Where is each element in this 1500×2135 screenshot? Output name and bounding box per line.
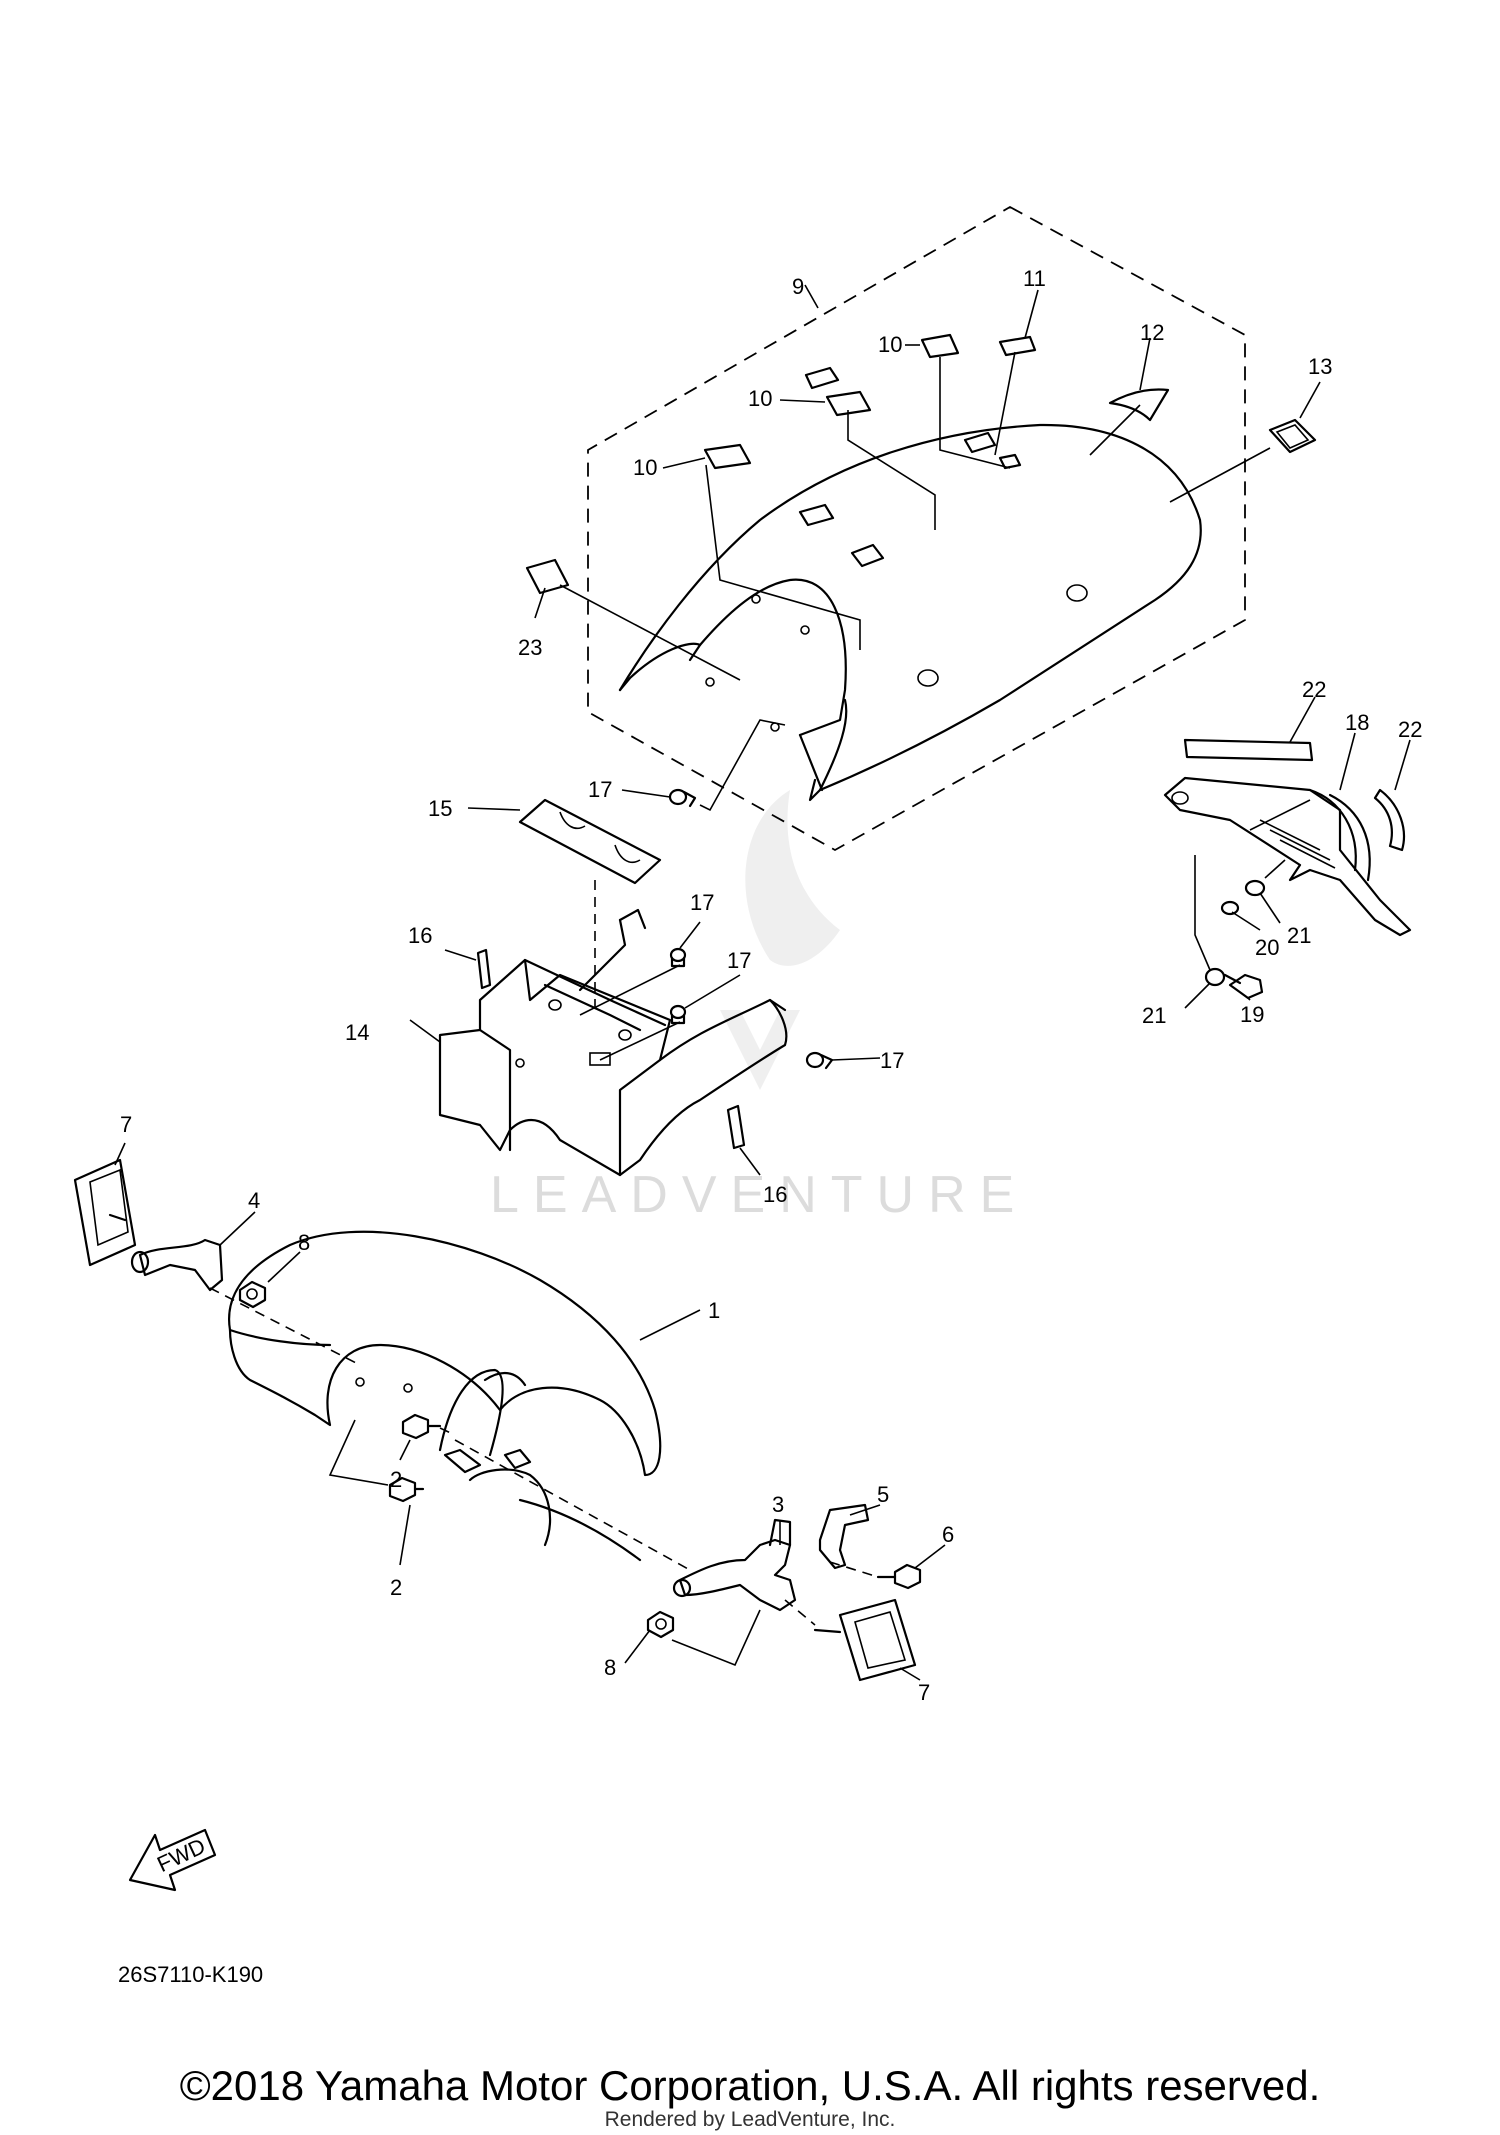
bolt-2-upper[interactable]	[401, 1413, 442, 1440]
reflector-7-left[interactable]	[73, 1158, 137, 1267]
callout-7-left: 7	[120, 1112, 132, 1137]
callout-5: 5	[877, 1482, 889, 1507]
catalog-number: 26S7110-K190	[118, 1962, 263, 1987]
reflector-bracket-4[interactable]	[130, 1238, 224, 1292]
nut-8-left[interactable]	[238, 1280, 267, 1309]
callout-19: 19	[1240, 1002, 1264, 1027]
rear-fender-bracket-18[interactable]	[1163, 776, 1412, 937]
callout-22-right: 22	[1398, 717, 1422, 742]
callout-21-upper: 21	[1287, 923, 1311, 948]
bolt-19[interactable]	[1223, 973, 1264, 1000]
washer-21-lower[interactable]	[1204, 967, 1226, 987]
callout-3: 3	[772, 1492, 784, 1517]
callout-15: 15	[428, 796, 452, 821]
leadventure-watermark-logo: LEADVENTURE	[490, 790, 1028, 1224]
callout-8-left: 8	[298, 1230, 310, 1255]
callout-10-c: 10	[878, 332, 902, 357]
screw-17-top[interactable]	[668, 788, 697, 808]
callout-9: 9	[792, 274, 804, 299]
callout-23: 23	[518, 635, 542, 660]
decal-10-c[interactable]	[920, 333, 960, 359]
callout-18: 18	[1345, 710, 1369, 735]
front-fender[interactable]	[228, 1230, 662, 1562]
callout-14: 14	[345, 1020, 369, 1045]
reflector-bracket-3[interactable]	[672, 1518, 797, 1612]
callout-20: 20	[1255, 935, 1279, 960]
strip-22-right[interactable]	[1373, 788, 1406, 852]
washer-21-upper[interactable]	[1244, 879, 1266, 897]
rendered-by-credit: Rendered by LeadVenture, Inc.	[604, 2108, 896, 2131]
decal-11[interactable]	[998, 335, 1037, 357]
watermark-text: LEADVENTURE	[490, 1166, 1028, 1224]
callout-7-right: 7	[918, 1680, 930, 1705]
bolt-2-lower[interactable]	[388, 1476, 425, 1503]
callout-2-upper: 2	[390, 1467, 402, 1492]
callout-17-top: 17	[588, 777, 612, 802]
decal-10-b[interactable]	[825, 390, 872, 417]
forward-direction-arrow: FWD	[128, 1828, 217, 1892]
nut-20[interactable]	[1220, 900, 1240, 916]
bolt-6[interactable]	[876, 1563, 922, 1590]
callout-2-lower: 2	[390, 1575, 402, 1600]
callout-leaders	[114, 284, 1411, 1681]
callout-12: 12	[1140, 320, 1164, 345]
callout-17-mid-a: 17	[690, 890, 714, 915]
callout-22-top: 22	[1302, 677, 1326, 702]
callout-13: 13	[1308, 354, 1332, 379]
rear-fender[interactable]	[618, 366, 1202, 802]
plate-15[interactable]	[518, 798, 662, 885]
strip-22-top[interactable]	[1183, 738, 1314, 762]
callout-1: 1	[708, 1298, 720, 1323]
decal-23[interactable]	[525, 558, 570, 595]
screw-17-mid-b[interactable]	[669, 1004, 687, 1025]
screw-17-mid-a[interactable]	[669, 947, 687, 968]
callout-16-left: 16	[408, 923, 432, 948]
copyright-notice: ©2018 Yamaha Motor Corporation, U.S.A. A…	[179, 2062, 1321, 2109]
callout-16-right: 16	[763, 1182, 787, 1207]
callout-10-b: 10	[748, 386, 772, 411]
grommet-13[interactable]	[1268, 418, 1317, 454]
callout-11: 11	[1023, 266, 1046, 291]
callout-8-lower: 8	[604, 1655, 616, 1680]
callout-6: 6	[942, 1522, 954, 1547]
bracket-5[interactable]	[818, 1503, 870, 1570]
callout-17-mid-b: 17	[727, 948, 751, 973]
reflector-7-right[interactable]	[813, 1598, 917, 1682]
callout-21-lower: 21	[1142, 1003, 1166, 1028]
nut-8-lower[interactable]	[646, 1610, 675, 1639]
damper-16-right[interactable]	[726, 1104, 746, 1150]
callout-10-a: 10	[633, 455, 657, 480]
inner-fender-14[interactable]	[438, 908, 788, 1177]
screw-17-right[interactable]	[805, 1051, 834, 1070]
label-12[interactable]	[1108, 388, 1170, 422]
callout-17-right: 17	[880, 1048, 904, 1073]
callout-4: 4	[248, 1188, 260, 1213]
decal-10-a[interactable]	[703, 443, 752, 470]
damper-16-left[interactable]	[476, 948, 492, 990]
rear-fender-assembly-boundary	[587, 205, 1246, 852]
